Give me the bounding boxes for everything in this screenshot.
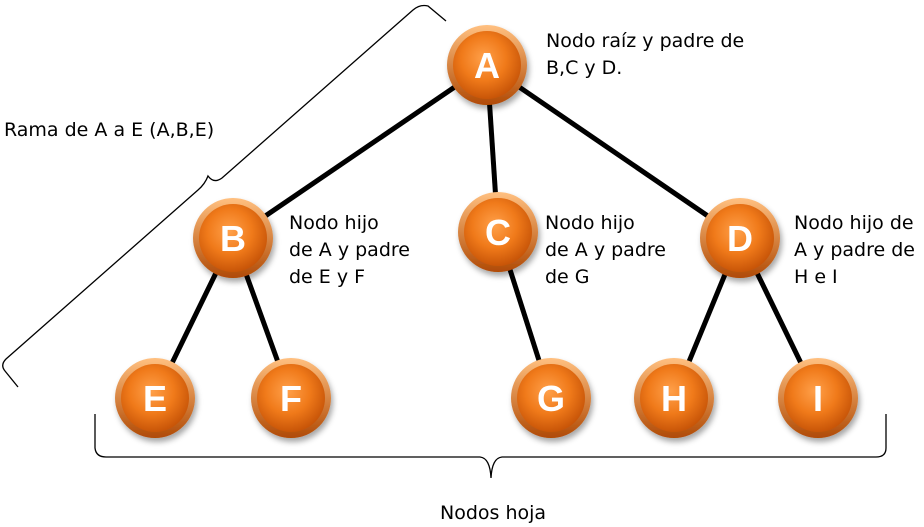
node-c-annotation-line2: de A y padre — [545, 239, 666, 261]
branch-label: Rama de A a E (A,B,E) — [4, 119, 215, 141]
branch-brace — [2, 4, 447, 388]
node-d-label: D — [727, 218, 753, 259]
root-annotation-line2: B,C y D. — [546, 57, 623, 79]
edge-a-b — [231, 62, 489, 241]
node-d-annotation-line2: A y padre de — [794, 239, 915, 261]
leaves-brace — [94, 414, 887, 479]
node-f-label: F — [280, 378, 302, 419]
nodes-layer: A B C D E F G H I — [115, 25, 858, 438]
leaves-label: Nodos hoja — [440, 502, 547, 524]
node-c-label: C — [485, 212, 511, 253]
node-c: C — [458, 192, 538, 272]
node-i-label: I — [813, 378, 823, 419]
node-g: G — [511, 358, 591, 438]
node-c-annotation-line1: Nodo hijo — [545, 212, 635, 234]
root-annotation: Nodo raíz y padre de B,C y D. — [546, 28, 744, 82]
node-d: D — [700, 198, 780, 278]
node-e-ball — [121, 364, 189, 432]
node-a-label: A — [474, 45, 500, 86]
edge-a-d — [485, 62, 742, 241]
node-e-label: E — [143, 378, 167, 419]
node-e: E — [115, 358, 195, 438]
node-g-ball — [517, 364, 585, 432]
node-d-annotation: Nodo hijo de A y padre de H e I — [794, 210, 915, 291]
node-i-ball — [784, 364, 852, 432]
node-h-label: H — [661, 378, 687, 419]
node-c-annotation: Nodo hijo de A y padre de G — [545, 210, 666, 291]
root-annotation-line1: Nodo raíz y padre de — [546, 30, 745, 52]
node-f: F — [251, 358, 331, 438]
node-a: A — [447, 25, 527, 105]
node-c-annotation-line3: de G — [545, 266, 590, 288]
node-b-label: B — [220, 218, 246, 259]
node-b-annotation: Nodo hijo de A y padre de E y F — [289, 210, 410, 291]
node-f-ball — [257, 364, 325, 432]
node-h-ball — [640, 364, 708, 432]
node-b-annotation-line1: Nodo hijo — [289, 212, 379, 234]
brackets-layer — [2, 4, 887, 479]
node-c-ball — [464, 198, 532, 266]
node-d-ball — [706, 204, 774, 272]
node-g-label: G — [537, 378, 565, 419]
node-b: B — [193, 198, 273, 278]
node-d-annotation-line1: Nodo hijo de — [794, 212, 914, 234]
node-b-annotation-line2: de A y padre — [289, 239, 410, 261]
node-h: H — [634, 358, 714, 438]
node-b-annotation-line3: de E y F — [289, 266, 366, 288]
node-d-annotation-line3: H e I — [794, 266, 838, 288]
node-i: I — [778, 358, 858, 438]
node-a-ball — [453, 31, 521, 99]
node-b-ball — [199, 204, 267, 272]
